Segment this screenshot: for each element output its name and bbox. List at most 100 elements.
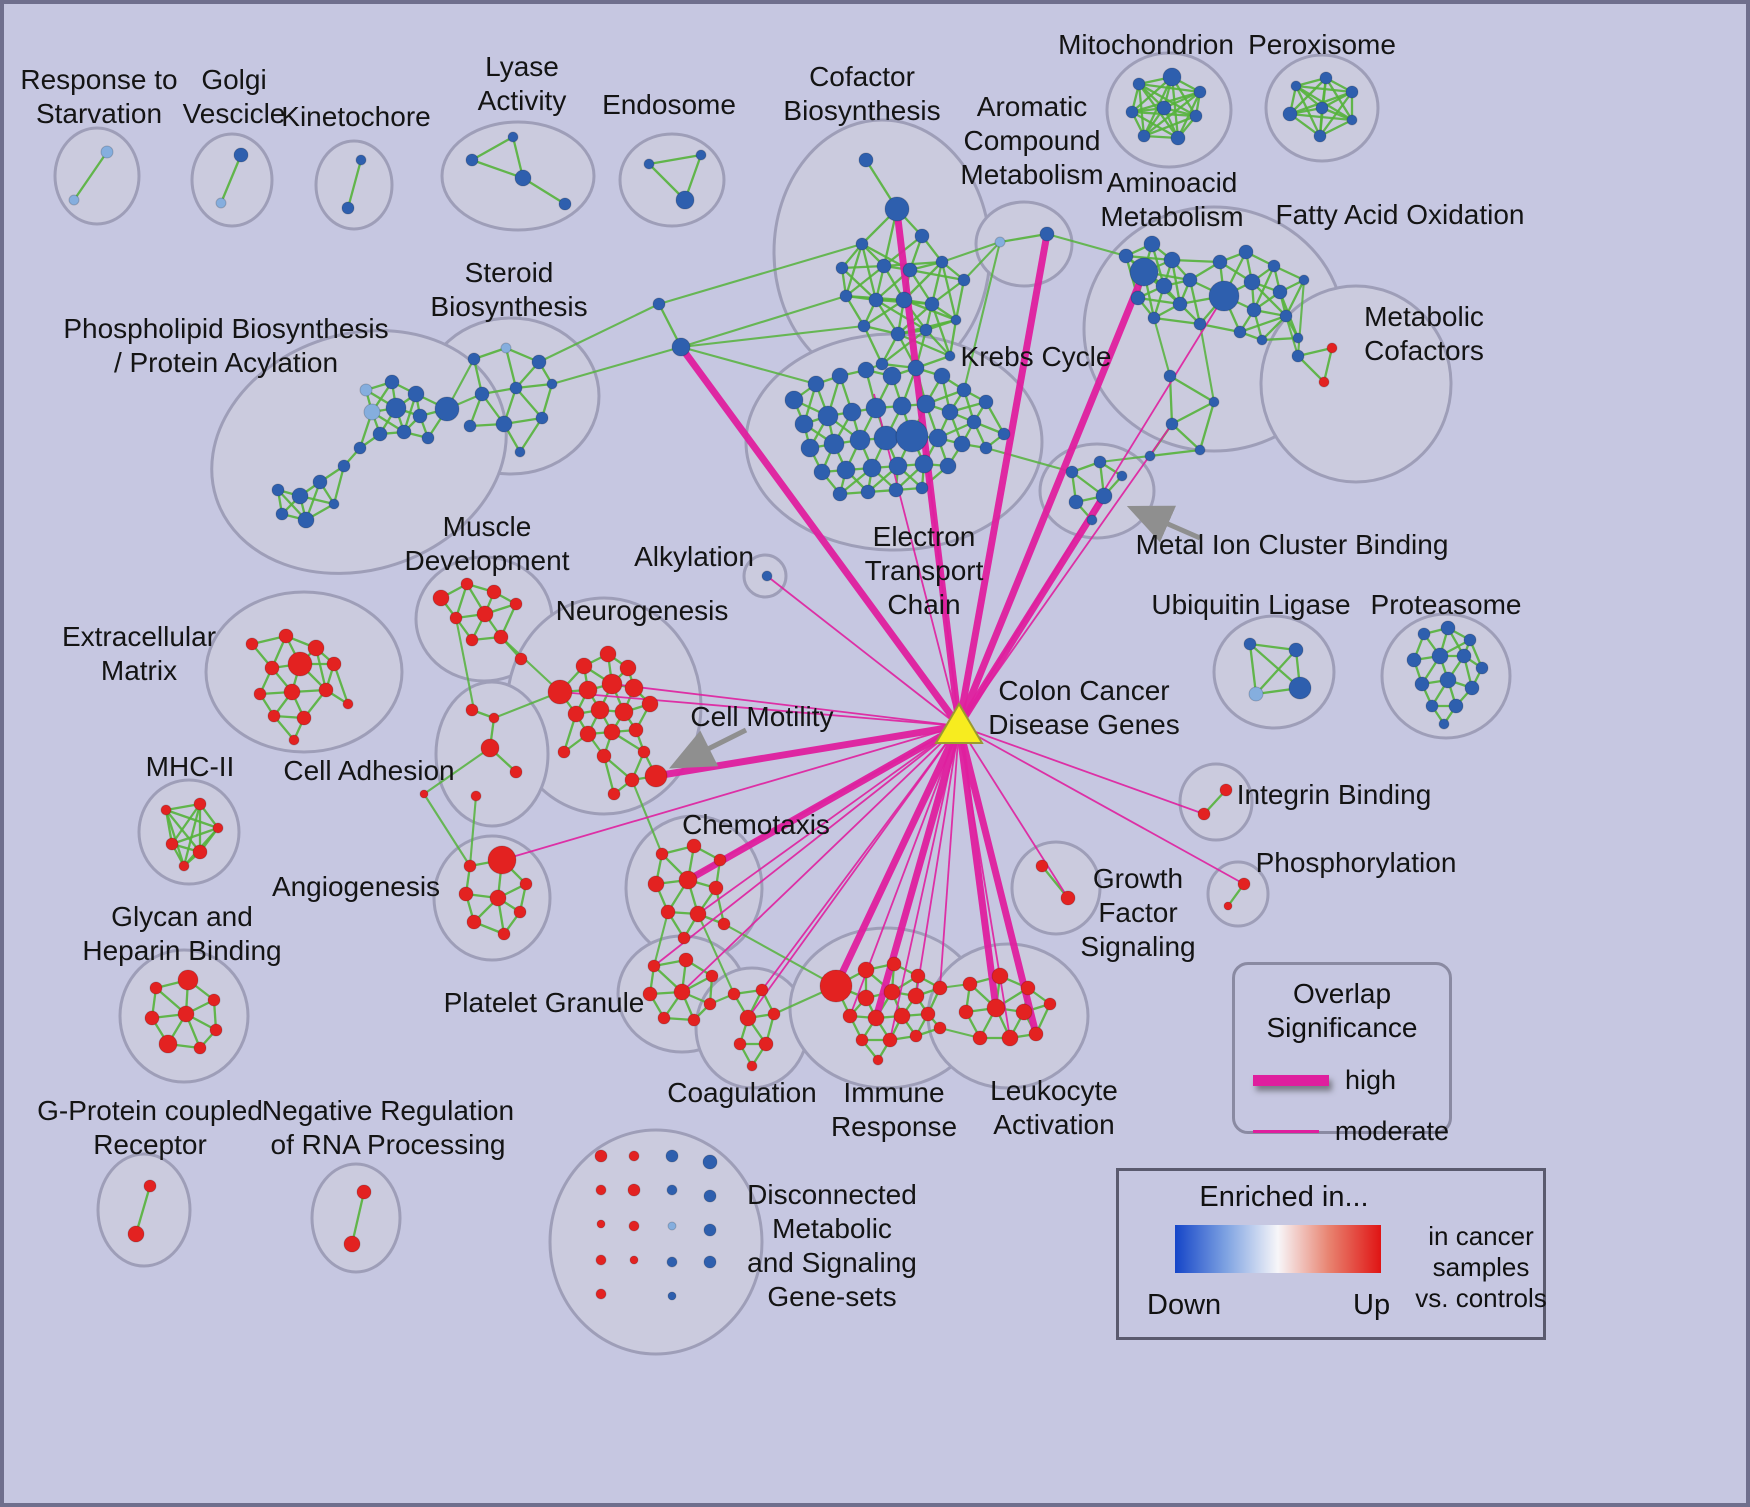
overlap-link-moderate [958,725,1205,815]
enrichment-color-gradient [1175,1225,1381,1273]
gene-set-node [703,997,717,1011]
gene-set-node [855,237,869,251]
gene-set-node [1163,369,1177,383]
cluster-edge [862,325,884,365]
gene-set-node [652,297,666,311]
gene-set-node [1162,67,1182,87]
cluster-label-ubiquitin-ligase: Ubiquitin Ligase [1151,589,1350,620]
gene-set-node [1189,109,1203,123]
gene-set-node [997,427,1011,441]
overlap-link-high [832,724,963,988]
gene-set-node [297,511,315,529]
inter-cluster-edge [985,446,1073,474]
gene-set-node [935,255,949,269]
gene-set-node [817,405,839,427]
gene-set-node [1417,627,1431,641]
gene-set-node [962,976,978,992]
cluster-edge [1171,400,1215,426]
gene-set-node [1292,332,1304,344]
gene-set-node [474,386,490,402]
gene-set-node [1439,671,1457,689]
gene-set-node [192,844,208,860]
gene-set-node [1212,254,1228,270]
gene-set-node [1345,85,1359,99]
gene-set-node [902,262,918,278]
gene-set-node [835,261,849,275]
gene-set-node [296,710,312,726]
gene-set-node [914,228,930,244]
gene-set-node [500,342,512,354]
cluster-ellipse-mhc-ii [137,778,241,886]
gene-set-node [465,703,479,717]
overlap-link-moderate [958,725,1069,899]
gene-set-node [1208,396,1220,408]
gene-set-node [1194,444,1206,456]
cluster-edge [332,663,350,705]
gene-set-node [855,1033,869,1047]
gene-set-node [667,1291,677,1301]
gene-set-node [1290,80,1302,92]
cluster-label-krebs-cycle: Krebs Cycle [961,341,1112,372]
gene-set-node [607,787,621,801]
inter-cluster-edge [454,617,476,711]
gene-set-node [675,190,695,210]
gene-set-node [493,629,509,645]
moderate-significance-line-sample [1253,1130,1319,1133]
gene-set-node [465,153,479,167]
overlap-link-moderate [958,295,1225,727]
gene-set-node [519,877,533,891]
gene-set-node [1086,514,1098,526]
gene-set-node [836,460,856,480]
gene-set-node [1039,226,1055,242]
gene-set-node [888,482,904,498]
gene-set-node [343,1235,361,1253]
gene-set-node [1464,680,1480,696]
gene-set-node [1015,1003,1033,1021]
gene-set-node [601,673,623,695]
gene-set-node [914,454,934,474]
gene-set-node [278,628,294,644]
cluster-edge [1249,643,1301,689]
overlap-link-moderate [653,725,960,967]
gene-set-node [978,394,994,410]
gene-set-node [1246,302,1262,318]
gene-set-node [644,764,668,788]
gene-set-node [1440,620,1456,636]
gene-set-node [1219,783,1233,797]
gene-set-node [1288,642,1304,658]
cluster-label-coagulation: Coagulation [667,1077,816,1108]
gene-set-node [703,1189,717,1203]
legend-item-moderate: moderate [1253,1116,1449,1147]
gene-set-node [1130,290,1146,306]
cluster-ellipse-metabolic-cofactors [1259,284,1453,484]
gene-set-node [535,411,549,425]
gene-set-node [1272,284,1288,300]
cluster-edge [171,803,201,845]
gene-set-node [1243,273,1261,291]
overlap-link-moderate [766,575,960,727]
gene-set-node [1267,259,1281,273]
gene-set-node [755,983,769,997]
cluster-ellipse-leukocyte-activation [926,942,1090,1090]
gene-set-node [100,145,114,159]
cluster-edge [1131,110,1179,140]
gene-set-node [713,853,727,867]
gene-set-node [489,889,507,907]
gene-set-node [385,397,407,419]
gene-set-node [939,457,957,475]
inter-cluster-edge [423,747,491,795]
gene-set-node [463,419,477,433]
overlap-link-moderate [747,725,960,1019]
cluster-edge [841,267,877,301]
gene-set-node [353,441,367,455]
gene-set-node [1170,130,1186,146]
cluster-edge [1248,643,1258,695]
gene-set-node [288,734,300,746]
gene-set-node [144,1010,160,1026]
overlap-link-moderate [761,725,960,991]
cluster-label-phosphorylation: Phosphorylation [1256,847,1457,878]
